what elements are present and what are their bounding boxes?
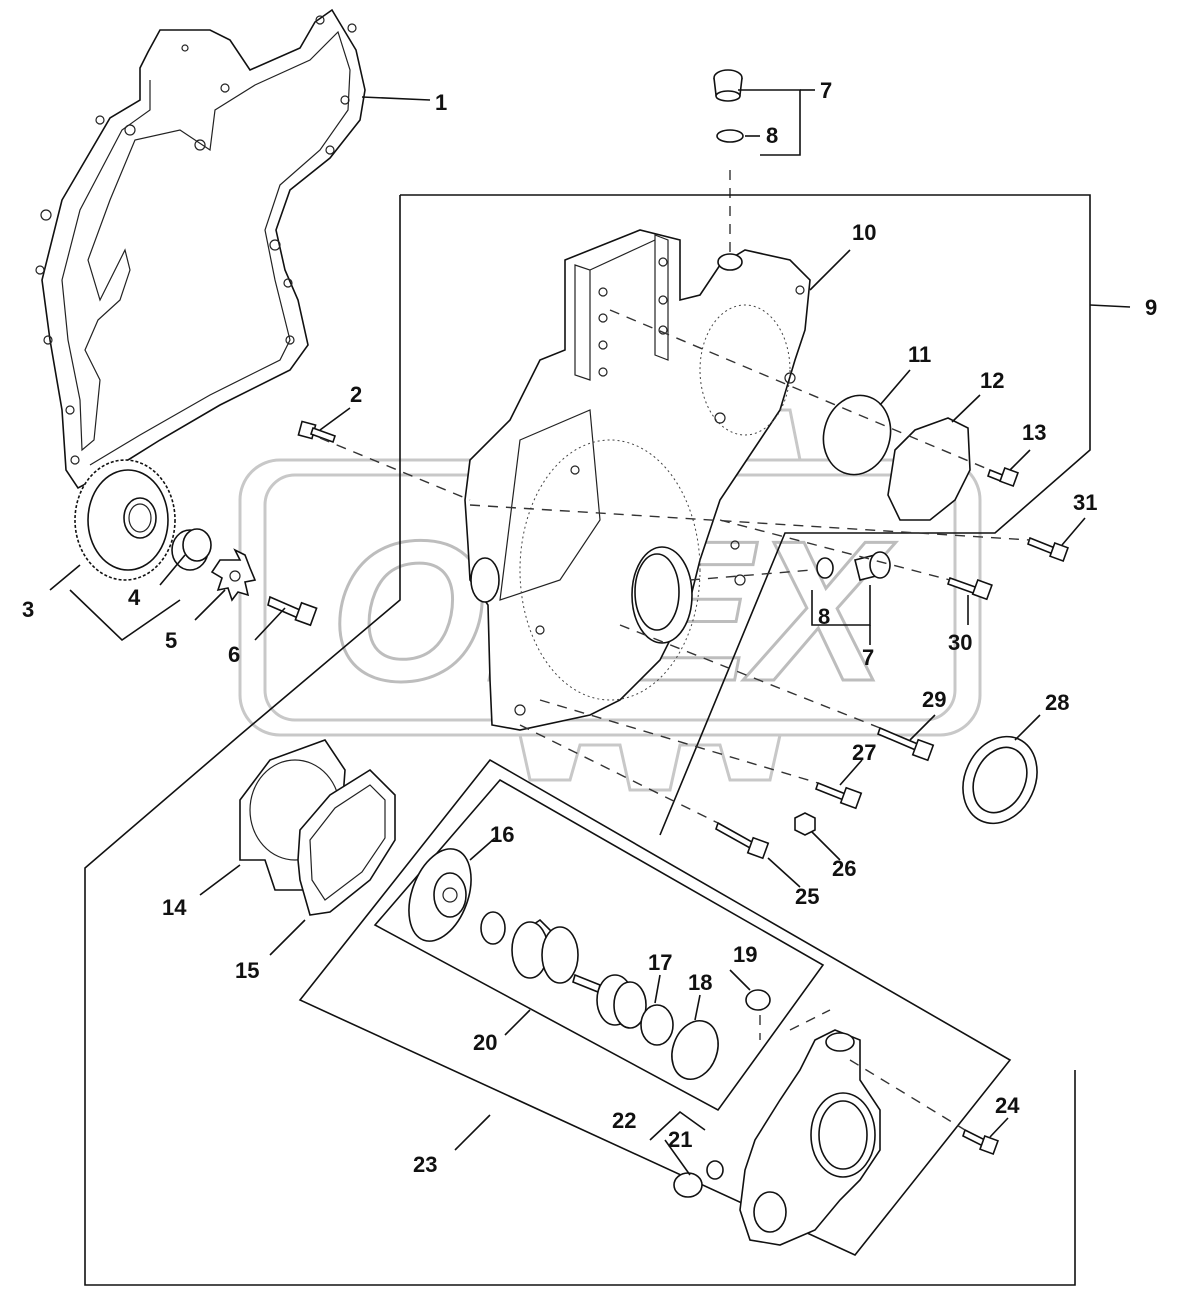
part-oring-21: [706, 1160, 724, 1180]
callout-19: 19: [733, 942, 757, 967]
part-plug-7-top: [713, 69, 743, 102]
part-gasket-1: [35, 8, 366, 490]
part-plug-7-mid: [854, 551, 891, 581]
part-pump-housing: [739, 1029, 881, 1246]
callout-12: 12: [980, 368, 1004, 393]
callout-23: 23: [413, 1152, 437, 1177]
part-gear-3: [74, 459, 176, 581]
part-bolt-31: [1027, 536, 1069, 562]
part-circlip-18: [671, 1020, 719, 1080]
callout-1: 1: [435, 90, 447, 115]
callout-10: 10: [852, 220, 876, 245]
callout-8-mid: 8: [818, 604, 830, 629]
part-bolt-24: [962, 1128, 999, 1155]
part-bolt-30: [946, 576, 993, 601]
part-pump-16: [408, 848, 472, 942]
callout-15: 15: [235, 958, 259, 983]
part-oring-11: [822, 394, 892, 476]
part-gasket-15: [297, 768, 396, 916]
callout-29: 29: [922, 687, 946, 712]
callout-5: 5: [165, 628, 177, 653]
part-bushing-19: [745, 989, 771, 1011]
callout-3: 3: [22, 597, 34, 622]
part-shaft: [572, 973, 647, 1029]
part-plate-5: [210, 548, 257, 602]
part-bolt-27: [815, 781, 863, 810]
callout-26: 26: [832, 856, 856, 881]
part-stud-25: [715, 821, 770, 860]
callout-30: 30: [948, 630, 972, 655]
callout-7-top: 7: [820, 78, 832, 103]
callout-18: 18: [688, 970, 712, 995]
part-ring-17: [640, 1004, 674, 1046]
part-bolt-29: [877, 726, 935, 762]
part-nut-26: [794, 812, 816, 836]
callout-labels: 1 2 3 4 5 6 7 8 9 10 11 12 13 31 8 7 30 …: [22, 78, 1157, 1177]
callout-7-mid: 7: [862, 645, 874, 670]
part-cover-housing-10: [464, 229, 811, 731]
part-gasket-12: [887, 417, 971, 521]
callout-9: 9: [1145, 295, 1157, 320]
callout-6: 6: [228, 642, 240, 667]
assembly-frame-23: [298, 758, 1012, 1256]
part-bearing-small: [480, 911, 506, 945]
callout-21: 21: [668, 1127, 692, 1152]
part-oring-8-mid: [816, 557, 834, 579]
assembly-frame-20: [373, 778, 825, 1112]
callout-28: 28: [1045, 690, 1069, 715]
part-bearing-large: [511, 918, 579, 984]
part-bolt-6: [267, 595, 318, 627]
assembly-frame-9: [400, 194, 1091, 836]
callout-13: 13: [1022, 420, 1046, 445]
part-bolt-2: [297, 420, 337, 444]
callout-4: 4: [128, 585, 141, 610]
part-oring-8-top: [716, 129, 744, 143]
part-seal-28: [962, 735, 1038, 825]
callout-2: 2: [350, 382, 362, 407]
part-plug-22: [673, 1172, 703, 1198]
callout-8-top: 8: [766, 123, 778, 148]
callout-25: 25: [795, 884, 819, 909]
callout-27: 27: [852, 740, 876, 765]
part-bolt-13: [987, 467, 1019, 487]
callout-16: 16: [490, 822, 514, 847]
callout-31: 31: [1073, 490, 1097, 515]
callout-14: 14: [162, 895, 187, 920]
callout-17: 17: [648, 950, 672, 975]
callout-11: 11: [908, 342, 931, 367]
callout-20: 20: [473, 1030, 497, 1055]
callout-22: 22: [612, 1108, 636, 1133]
callout-24: 24: [995, 1093, 1020, 1118]
